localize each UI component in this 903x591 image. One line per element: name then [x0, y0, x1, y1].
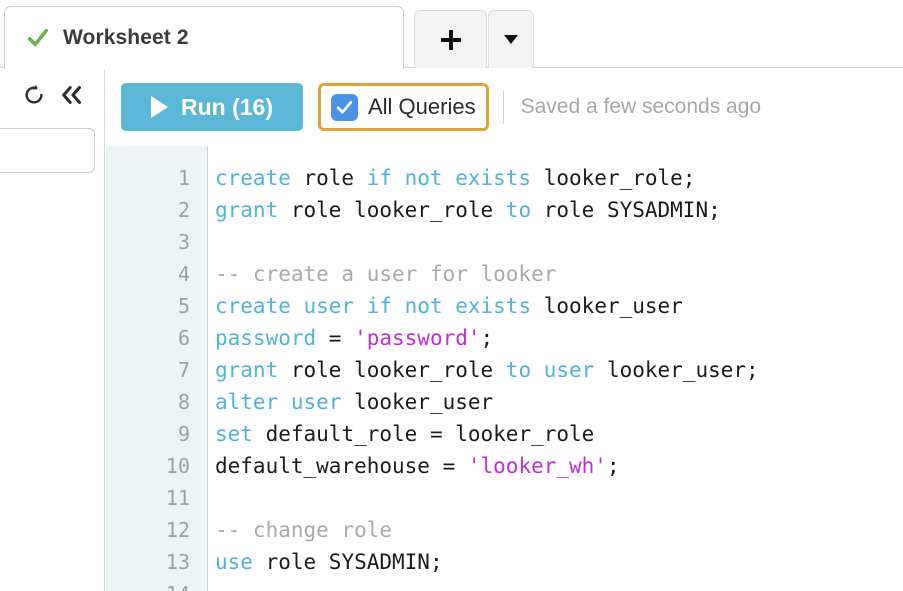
code-line[interactable]: use role SYSADMIN; — [209, 546, 903, 578]
line-number: 12 — [165, 518, 190, 542]
editor-toolbar: Run (16) All Queries Saved a few seconds… — [106, 68, 903, 146]
line-number: 9 — [177, 422, 190, 446]
code-token: create user — [215, 294, 355, 318]
code-token: role looker_role — [278, 358, 506, 382]
all-queries-label: All Queries — [368, 94, 476, 119]
code-token: role SYSADMIN; — [531, 198, 721, 222]
toolbar-divider — [502, 90, 504, 124]
line-number: 1 — [177, 166, 190, 190]
line-number-gutter: 1234567891011121314 — [106, 146, 208, 591]
code-token: create — [215, 166, 291, 190]
code-token: role — [290, 166, 367, 190]
line-number: 2 — [177, 198, 190, 222]
code-token: grant — [215, 198, 279, 222]
line-number: 4 — [177, 262, 190, 286]
run-button[interactable]: Run (16) — [121, 83, 303, 131]
code-token: default_warehouse = — [215, 454, 468, 478]
line-number: 13 — [165, 550, 190, 574]
code-token: alter user — [215, 390, 342, 414]
tab-worksheet-2[interactable]: Worksheet 2 — [4, 6, 404, 69]
code-token: looker_user; — [594, 358, 759, 382]
code-token: ; — [606, 454, 620, 478]
code-content[interactable]: create role if not exists looker_role;gr… — [209, 162, 903, 591]
line-numbers: 1234567891011121314 — [106, 162, 190, 591]
code-token: = — [316, 326, 355, 350]
left-panel — [0, 68, 105, 591]
tab-dropdown-button[interactable] — [488, 10, 534, 68]
left-panel-toolbar — [22, 83, 84, 107]
code-token: looker_user — [531, 294, 683, 318]
code-line[interactable]: set default_role = looker_role — [209, 418, 903, 450]
code-line[interactable]: grant role looker_role to user looker_us… — [209, 354, 903, 386]
refresh-icon — [25, 84, 43, 104]
code-token: grant — [215, 358, 279, 382]
code-token: looker_user — [341, 390, 494, 414]
code-token: -- change role — [215, 518, 393, 542]
tab-title: Worksheet 2 — [63, 26, 189, 49]
code-token: looker_role; — [531, 166, 696, 190]
code-token: set — [215, 422, 253, 446]
line-number: 14 — [106, 578, 190, 591]
code-token: default_role = looker_role — [252, 422, 595, 446]
check-icon — [336, 100, 353, 114]
code-token: 'looker_wh' — [467, 454, 607, 478]
code-line[interactable]: -- create a user for looker — [209, 258, 903, 290]
code-line[interactable]: alter user looker_user — [209, 386, 903, 418]
refresh-button[interactable] — [22, 83, 46, 107]
code-token — [354, 294, 367, 318]
chevron-down-icon — [504, 35, 518, 44]
line-number: 10 — [165, 454, 190, 478]
code-line[interactable] — [209, 578, 903, 591]
code-token: password — [215, 326, 317, 350]
tab-bar: Worksheet 2 — [0, 0, 903, 69]
line-number: 5 — [177, 294, 190, 318]
double-chevron-left-icon — [62, 86, 81, 104]
code-token: to user — [505, 358, 595, 382]
plus-icon — [440, 29, 461, 50]
code-token: 'password' — [354, 326, 481, 350]
code-line[interactable]: password = 'password'; — [209, 322, 903, 354]
code-line[interactable]: -- change role — [209, 514, 903, 546]
line-number: 7 — [177, 358, 190, 382]
green-check-icon — [27, 28, 49, 47]
code-line[interactable]: grant role looker_role to role SYSADMIN; — [209, 194, 903, 226]
code-line[interactable]: default_warehouse = 'looker_wh'; — [209, 450, 903, 482]
line-number: 6 — [177, 326, 190, 350]
run-button-label: Run (16) — [181, 93, 273, 120]
add-tab-button[interactable] — [414, 10, 487, 68]
code-token: role looker_role — [278, 198, 506, 222]
code-line[interactable]: create user if not exists looker_user — [209, 290, 903, 322]
line-number: 3 — [177, 230, 190, 254]
collapse-panel-button[interactable] — [60, 83, 84, 107]
code-token: to — [505, 198, 532, 222]
code-token: if not exists — [366, 166, 532, 190]
code-line[interactable] — [209, 226, 903, 258]
code-line[interactable] — [209, 482, 903, 514]
code-token: role SYSADMIN; — [252, 550, 443, 574]
search-input[interactable] — [0, 128, 95, 173]
code-line[interactable]: create role if not exists looker_role; — [209, 162, 903, 194]
code-token: if not exists — [366, 294, 532, 318]
play-icon — [151, 96, 168, 118]
all-queries-toggle[interactable]: All Queries — [318, 83, 489, 131]
saved-status: Saved a few seconds ago — [520, 95, 762, 118]
code-token: use — [215, 550, 253, 574]
sql-editor[interactable]: 1234567891011121314 create role if not e… — [106, 146, 903, 591]
all-queries-checkbox[interactable] — [331, 93, 358, 121]
code-token: ; — [480, 326, 494, 350]
line-number: 8 — [177, 390, 190, 414]
line-number: 11 — [165, 486, 190, 510]
code-token: -- create a user for looker — [215, 262, 557, 286]
